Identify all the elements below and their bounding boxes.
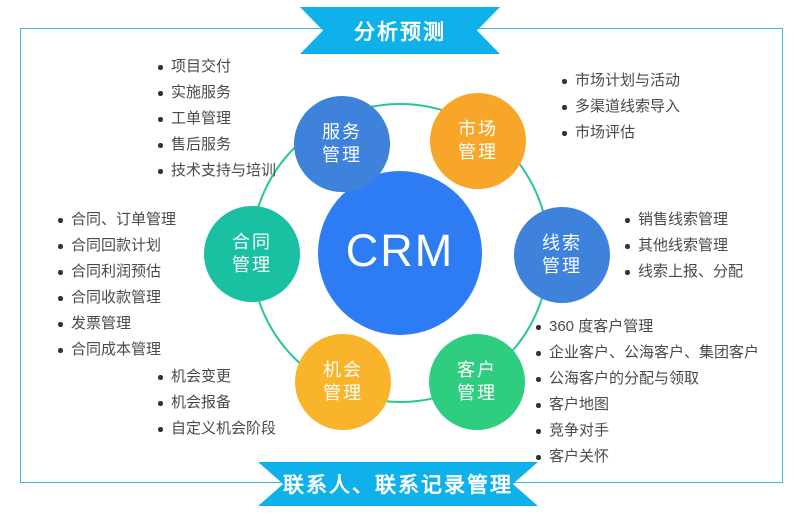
module-label-line: 管理 [323,383,363,403]
list-item: 工单管理 [158,106,276,132]
module-circle-market: 市场 管理 [430,93,526,189]
module-circle-customer: 客户 管理 [429,334,525,430]
module-circle-service: 服务 管理 [294,96,390,192]
module-circle-opportunity: 机会 管理 [295,334,391,430]
module-circle-contract: 合同 管理 [204,206,300,302]
contract-feature-list: 合同、订单管理 合同回款计划 合同利润预估 合同收款管理 发票管理 合同成本管理 [58,207,176,363]
crm-label: CRM [345,224,455,276]
list-item: 多渠道线索导入 [562,94,680,120]
list-item: 合同、订单管理 [58,207,176,233]
list-item: 技术支持与培训 [158,158,276,184]
module-label-line: 管理 [232,255,272,275]
list-item: 自定义机会阶段 [158,416,276,442]
list-item: 售后服务 [158,132,276,158]
list-item: 合同成本管理 [58,337,176,363]
list-item: 客户地图 [536,392,759,418]
module-label-line: 管理 [542,256,582,276]
top-banner-label: 分析预测 [354,20,446,44]
module-label-line: 客户 [457,360,497,380]
module-label-line: 线索 [542,233,582,253]
list-item: 销售线索管理 [625,207,743,233]
list-item: 项目交付 [158,54,276,80]
list-item: 实施服务 [158,80,276,106]
list-item: 发票管理 [58,311,176,337]
list-item: 机会变更 [158,364,276,390]
module-label-line: 市场 [458,119,498,139]
list-item: 合同回款计划 [58,233,176,259]
module-label-line: 管理 [458,142,498,162]
bottom-banner: 联系人、联系记录管理 [258,462,538,506]
list-item: 合同收款管理 [58,285,176,311]
crm-center-badge: CRM [309,162,491,344]
market-feature-list: 市场计划与活动 多渠道线索导入 市场评估 [562,68,680,146]
module-label-line: 合同 [232,232,272,252]
list-item: 企业客户、公海客户、集团客户 [536,340,759,366]
module-label-line: 机会 [323,360,363,380]
opportunity-feature-list: 机会变更 机会报备 自定义机会阶段 [158,364,276,442]
list-item: 客户关怀 [536,444,759,470]
list-item: 机会报备 [158,390,276,416]
bottom-banner-label: 联系人、联系记录管理 [283,474,513,497]
list-item: 线索上报、分配 [625,259,743,285]
list-item: 公海客户的分配与领取 [536,366,759,392]
top-banner: 分析预测 [300,7,500,54]
module-label-line: 管理 [322,145,362,165]
leads-feature-list: 销售线索管理 其他线索管理 线索上报、分配 [625,207,743,285]
list-item: 市场计划与活动 [562,68,680,94]
customer-feature-list: 360 度客户管理 企业客户、公海客户、集团客户 公海客户的分配与领取 客户地图… [536,314,759,470]
list-item: 其他线索管理 [625,233,743,259]
list-item: 竞争对手 [536,418,759,444]
list-item: 合同利润预估 [58,259,176,285]
module-label-line: 管理 [457,383,497,403]
module-circle-leads: 线索 管理 [514,207,610,303]
list-item: 360 度客户管理 [536,314,759,340]
service-feature-list: 项目交付 实施服务 工单管理 售后服务 技术支持与培训 [158,54,276,184]
crm-core-circle [318,171,482,335]
module-label-line: 服务 [322,122,362,142]
list-item: 市场评估 [562,120,680,146]
